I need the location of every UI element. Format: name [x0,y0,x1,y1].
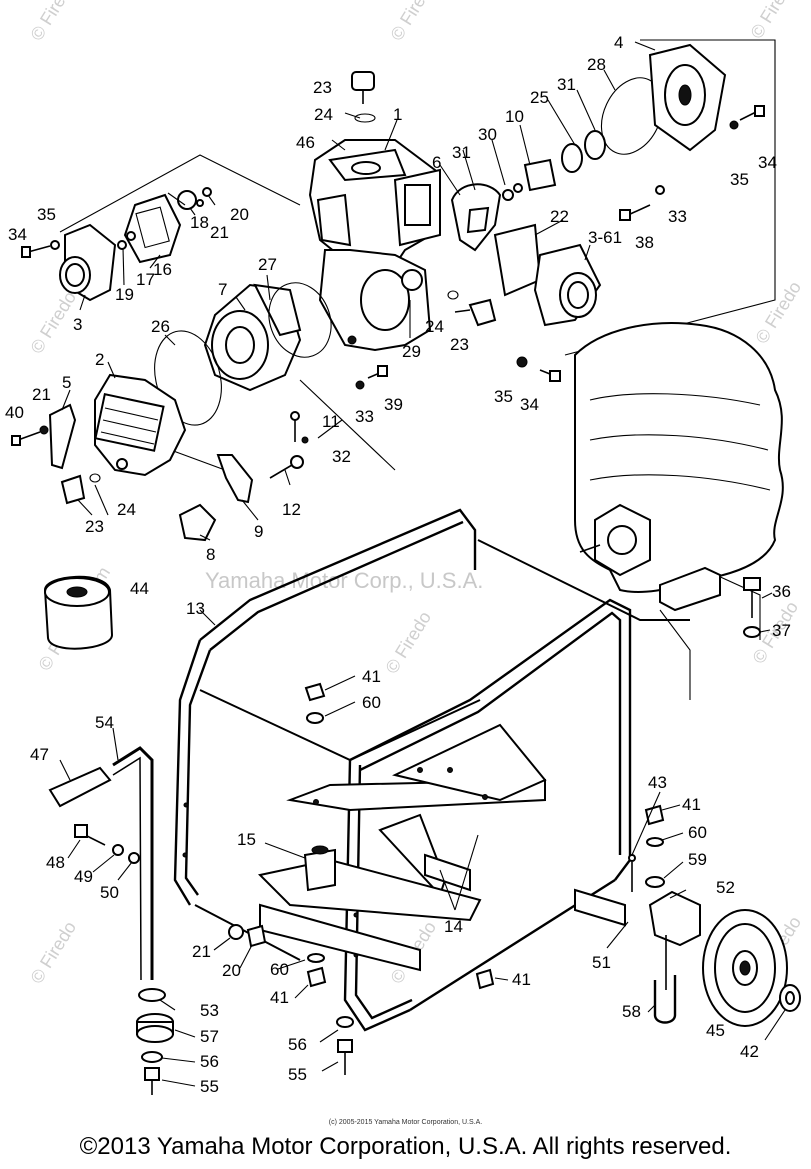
leader-lines [59,41,786,1087]
part-label-37: 37 [772,621,791,640]
part-label-10: 10 [505,107,524,126]
part-label-40: 40 [5,403,24,422]
part-label-7: 7 [218,280,227,299]
mount-rails [257,723,547,972]
part-label-56-left: 56 [200,1052,219,1071]
watermark-side-1: © Firedo [26,0,80,44]
part-label-45: 45 [706,1021,725,1040]
part-label-60-top: 60 [362,693,381,712]
part-label-26: 26 [151,317,170,336]
part-label-6: 6 [432,153,441,172]
part-label-33-middle: 33 [355,407,374,426]
part-label-57: 57 [200,1027,219,1046]
part-label-13: 13 [186,599,205,618]
part-label-28: 28 [587,55,606,74]
part-label-31-left: 31 [452,143,471,162]
part-label-14: 14 [444,917,463,936]
part-label-30: 30 [478,125,497,144]
part-label-33-right: 33 [668,207,687,226]
watermark-center: Yamaha Motor Corp., U.S.A. [205,568,483,593]
part-label-2: 2 [95,350,104,369]
part-label-23-top: 23 [313,78,332,97]
part-label-35-middle: 35 [494,387,513,406]
part-label-41-lower-right: 41 [512,970,531,989]
part-label-23-middle: 23 [450,335,469,354]
part-label-18: 18 [190,213,209,232]
copyright-footer: ©2013 Yamaha Motor Corporation, U.S.A. A… [79,1133,732,1160]
part-label-47: 47 [30,745,49,764]
part-label-49: 49 [74,867,93,886]
part-label-21-bottom: 21 [192,942,211,961]
part-label-29: 29 [402,342,421,361]
part-label-52: 52 [716,878,735,897]
part-label-3: 3 [73,315,82,334]
small-copyright: (c) 2005-2015 Yamaha Motor Corporation, … [328,1119,483,1126]
part-label-59: 59 [688,850,707,869]
part-label-53: 53 [200,1001,219,1020]
part-label-35-left: 35 [37,205,56,224]
part-label-48: 48 [46,853,65,872]
part-label-5: 5 [62,373,71,392]
tubular-frame [173,508,690,1032]
part-labels: 1 2 3 3-61 4 5 6 7 8 9 10 11 12 13 14 15… [5,33,791,1096]
part-label-34-right: 34 [758,153,777,172]
part-label-58: 58 [622,1002,641,1021]
part-label-60-right: 60 [688,823,707,842]
part-label-36: 36 [772,582,791,601]
part-label-24-left: 24 [117,500,136,519]
watermark-side-6: © Firedo [381,608,435,677]
part-label-20-top: 20 [230,205,249,224]
part-label-31-top: 31 [557,75,576,94]
part-label-3-61: 3-61 [588,228,622,247]
engine-block [574,322,784,700]
part-label-9: 9 [254,522,263,541]
part-label-38: 38 [635,233,654,252]
part-label-60-bottom: 60 [270,960,289,979]
watermark-side-8: © Firedo [26,918,80,987]
part-label-55-left: 55 [200,1077,219,1096]
part-label-41-bottom: 41 [270,988,289,1007]
part-label-23-left: 23 [85,517,104,536]
part-label-54: 54 [95,713,114,732]
part-label-11: 11 [322,412,340,431]
part-label-32: 32 [332,447,351,466]
watermark-side-3: © Firedo [746,0,800,42]
watermark-side-5: © Firedo [751,278,805,347]
part-label-1: 1 [393,105,402,124]
part-label-35-right: 35 [730,170,749,189]
part-label-12: 12 [282,500,301,519]
part-label-34-left: 34 [8,225,27,244]
part-label-41-right: 41 [682,795,701,814]
part-label-21-left: 21 [32,385,51,404]
part-label-56-middle: 56 [288,1035,307,1054]
hardware [11,71,801,1095]
part-label-41-top: 41 [362,667,381,686]
part-label-4: 4 [614,33,623,52]
watermark-side-2: © Firedo [386,0,440,44]
part-label-42: 42 [740,1042,759,1061]
part-label-21-top: 21 [210,223,229,242]
part-label-8: 8 [206,545,215,564]
part-label-51: 51 [592,953,611,972]
part-label-55-middle: 55 [288,1065,307,1084]
part-label-50: 50 [100,883,119,902]
part-label-44: 44 [130,579,149,598]
part-label-15: 15 [237,830,256,849]
part-label-39: 39 [384,395,403,414]
exploded-parts-diagram: Yamaha Motor Corp., U.S.A. © Firedog.com… [5,0,805,1096]
part-label-27: 27 [258,255,277,274]
part-label-16: 16 [153,260,172,279]
part-label-25: 25 [530,88,549,107]
part-label-34-middle: 34 [520,395,539,414]
part-label-19: 19 [115,285,134,304]
part-label-24-top: 24 [314,105,333,124]
part-label-17: 17 [136,270,155,289]
part-label-20-bottom: 20 [222,961,241,980]
part-label-24-middle: 24 [425,317,444,336]
part-label-46: 46 [296,133,315,152]
part-label-22: 22 [550,207,569,226]
part-label-43: 43 [648,773,667,792]
